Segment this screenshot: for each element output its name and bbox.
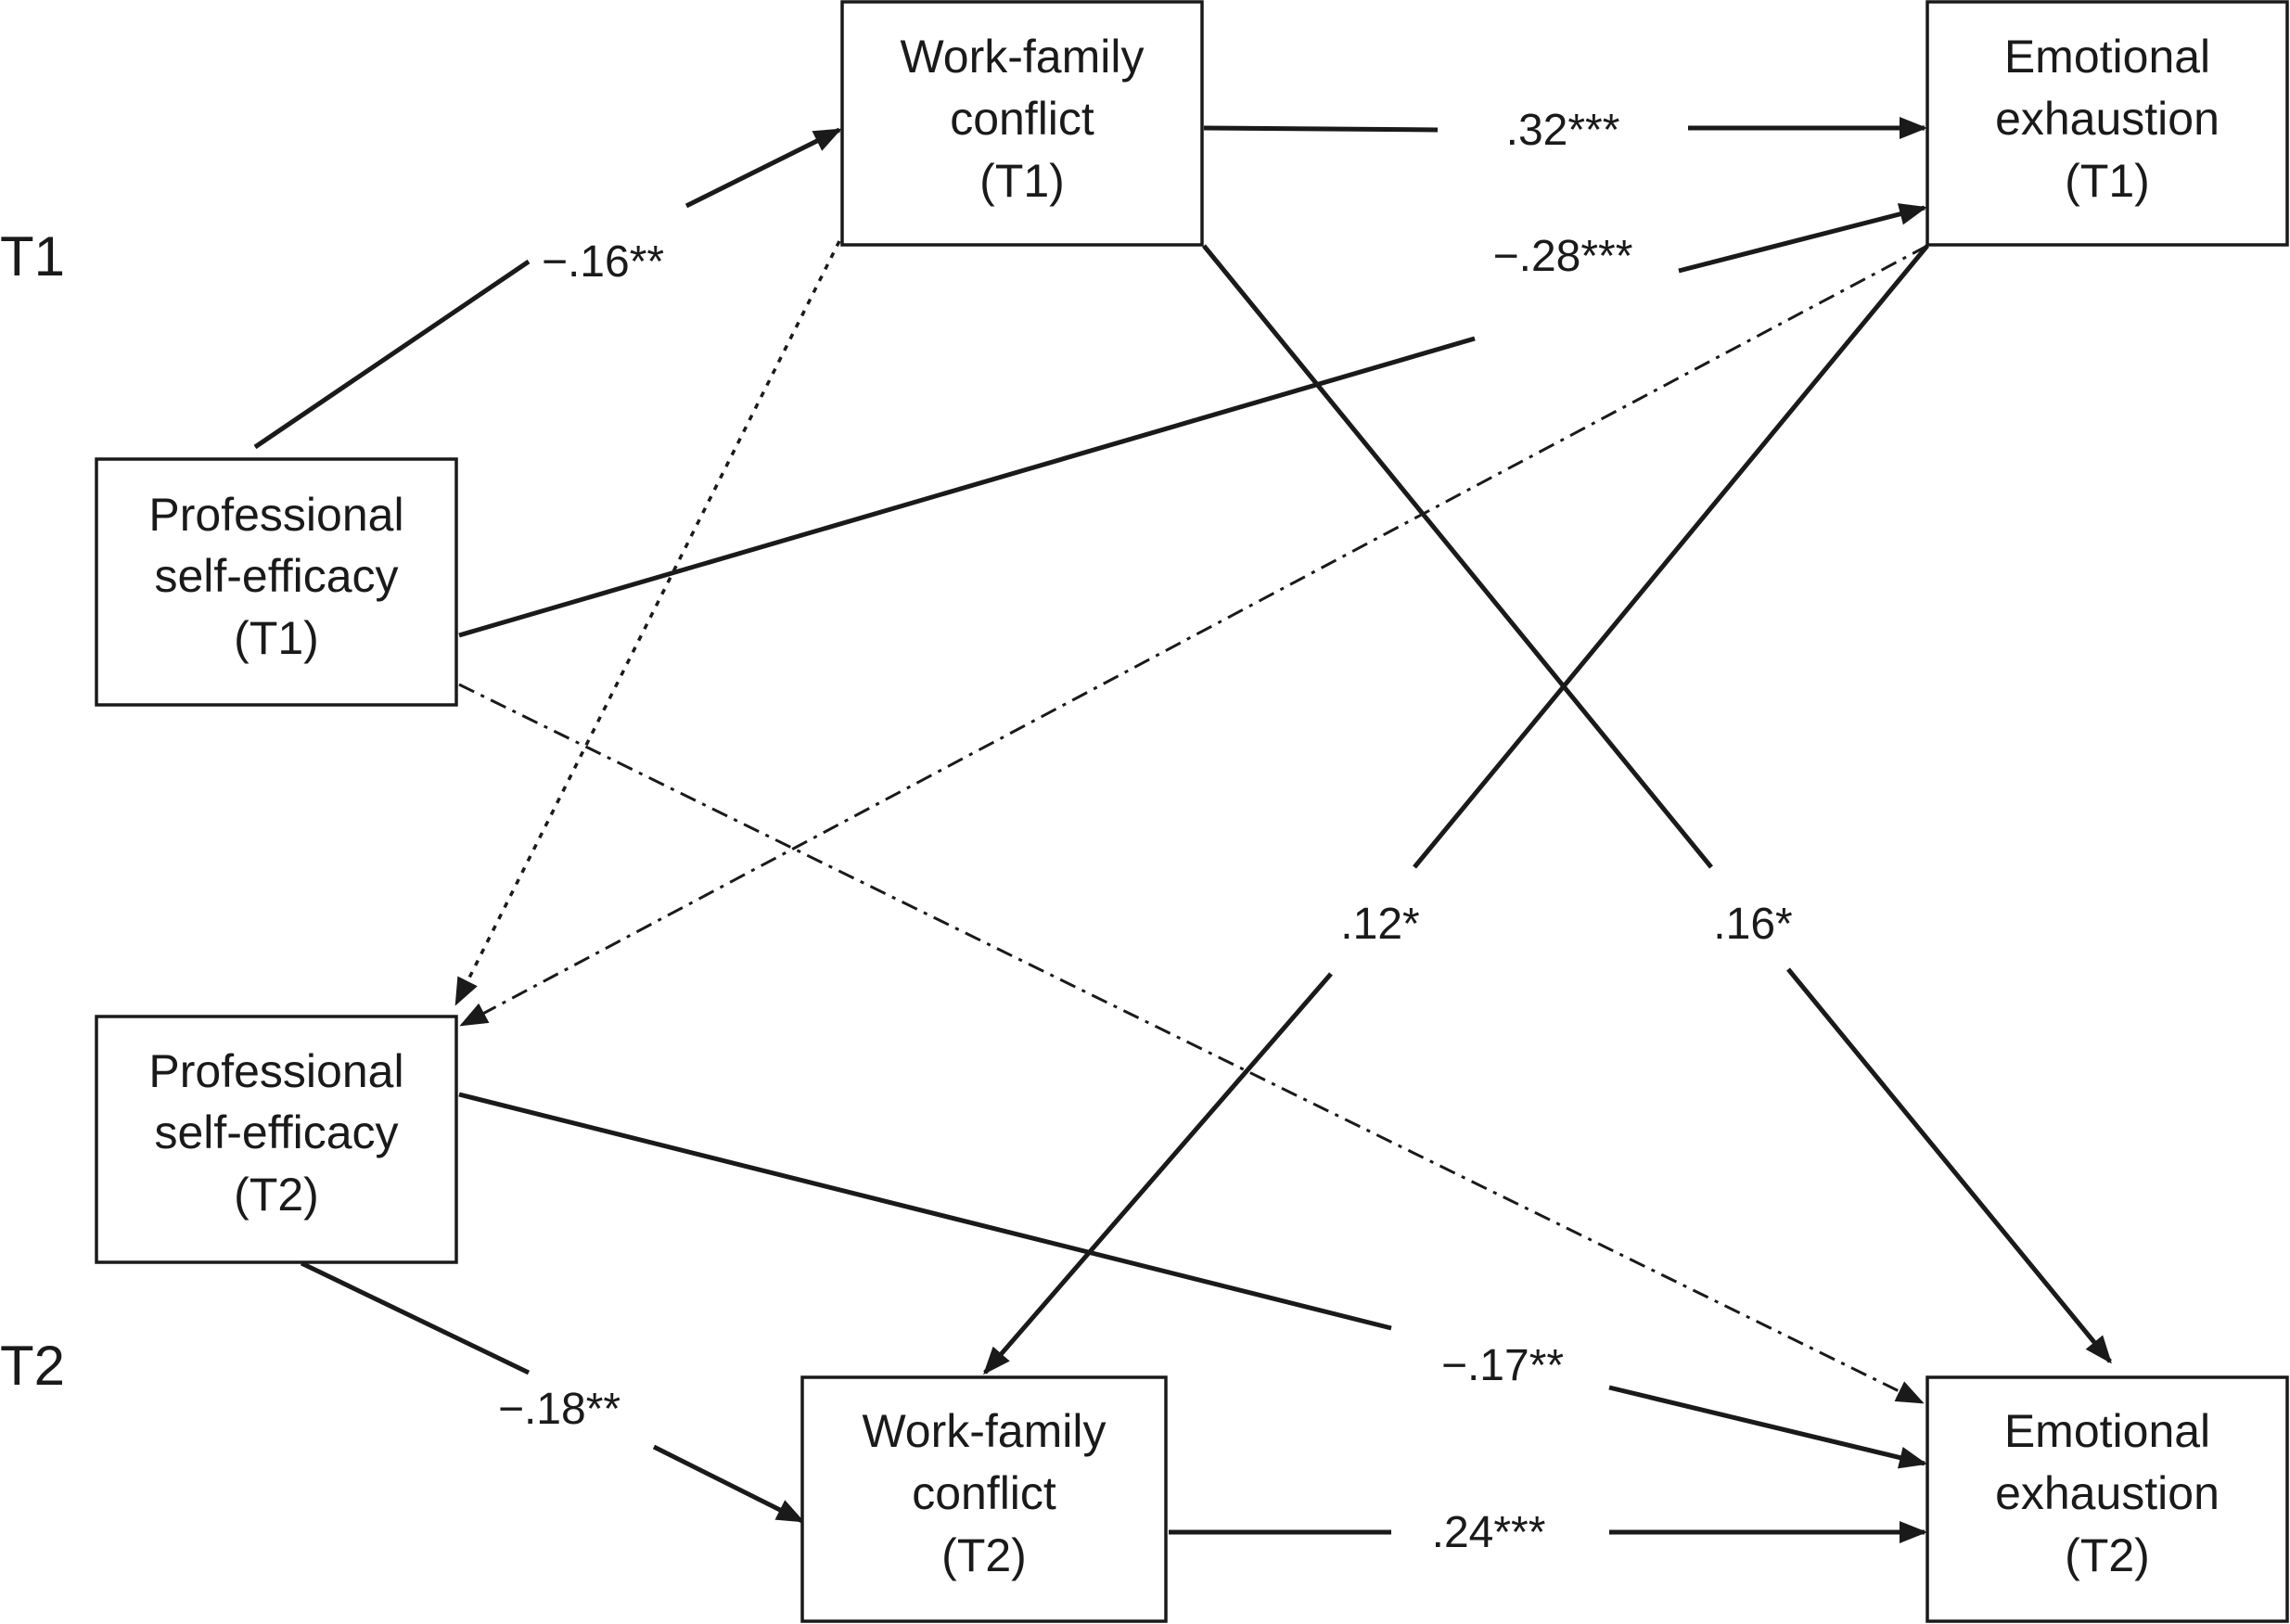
arrow-pse1-wfc1-head <box>684 127 842 209</box>
node-emotional-exhaustion-t1: Emotional exhaustion (T1) <box>1925 0 2289 247</box>
coef-pse2-ee2: −.17** <box>1441 1341 1564 1390</box>
arrow-pse2-ee2-tail <box>458 1092 1392 1331</box>
arrow-wfc1-ee1-tail <box>1203 125 1439 133</box>
node-work-family-conflict-t1: Work-family conflict (T1) <box>840 0 1204 247</box>
node-label: Professional <box>148 1045 403 1097</box>
coef-pse1-wfc1: −.16** <box>542 237 664 287</box>
arrow-wfc1-ee2-tail <box>1202 244 1713 869</box>
time-label-t2: T2 <box>0 1335 65 1397</box>
arrow-wfc1-ee2-head <box>1786 967 2112 1364</box>
coef-ee1-wfc2: .12* <box>1340 900 1419 949</box>
node-label: exhaustion <box>1995 93 2220 145</box>
node-label: (T1) <box>234 612 319 664</box>
node-label: Emotional <box>2004 1405 2210 1457</box>
node-professional-self-efficacy-t1: Professional self-efficacy (T1) <box>95 457 458 707</box>
node-label: Work-family <box>901 31 1145 83</box>
node-label: conflict <box>912 1467 1056 1519</box>
arrow-pse1-wfc1-tail <box>253 259 531 450</box>
arrow-ee1-pse2 <box>459 244 1928 1027</box>
arrow-pse2-wfc2-head <box>652 1444 805 1524</box>
arrow-ee1-wfc2-head <box>983 972 1333 1375</box>
coef-wfc1-ee2: .16* <box>1713 900 1792 949</box>
node-label: Professional <box>148 489 403 541</box>
node-label: (T2) <box>2065 1529 2150 1581</box>
node-label: (T2) <box>941 1529 1027 1581</box>
node-label: self-efficacy <box>154 550 398 602</box>
node-label: (T2) <box>234 1169 319 1221</box>
arrow-wfc1-pse2 <box>454 240 841 1006</box>
coef-wfc1-ee1: .32*** <box>1506 106 1620 155</box>
arrow-ee1-wfc2-tail <box>1413 244 1929 869</box>
coef-wfc2-ee2: .24*** <box>1432 1508 1546 1557</box>
node-emotional-exhaustion-t2: Emotional exhaustion (T2) <box>1925 1375 2289 1623</box>
node-label: Emotional <box>2004 31 2210 83</box>
node-label: self-efficacy <box>154 1106 398 1158</box>
node-work-family-conflict-t2: Work-family conflict (T2) <box>800 1375 1168 1623</box>
node-professional-self-efficacy-t2: Professional self-efficacy (T2) <box>95 1015 458 1264</box>
node-label: Work-family <box>863 1405 1107 1457</box>
coef-pse1-ee1: −.28*** <box>1493 232 1633 281</box>
coef-pse2-wfc2: −.18** <box>498 1385 620 1434</box>
arrow-pse2-wfc2-tail <box>300 1260 531 1375</box>
arrow-pse2-ee2-head <box>1608 1385 1927 1469</box>
node-label: conflict <box>950 93 1094 145</box>
node-label: exhaustion <box>1995 1467 2220 1519</box>
arrow-pse1-ee2 <box>458 683 1925 1404</box>
node-label: (T1) <box>2065 155 2150 207</box>
arrow-pse1-ee1-head <box>1678 203 1927 274</box>
arrow-pse1-ee1-tail <box>458 336 1476 638</box>
node-label: (T1) <box>979 155 1065 207</box>
time-label-t1: T1 <box>0 225 65 288</box>
